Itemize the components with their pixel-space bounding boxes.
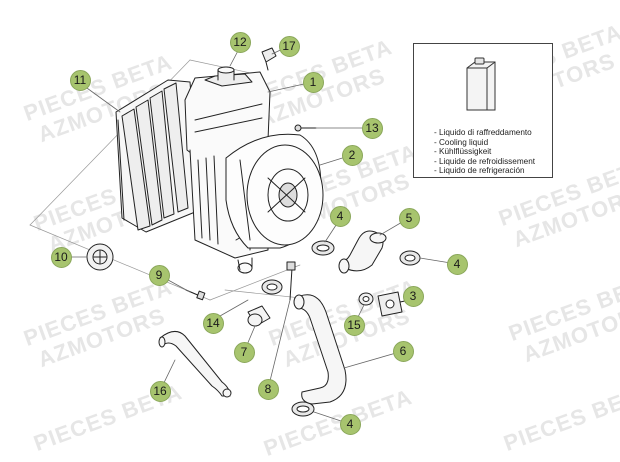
callout-4: 4	[446, 253, 468, 275]
washer-15	[358, 292, 374, 306]
callout-4: 4	[329, 205, 351, 227]
cooling-fan	[225, 133, 324, 249]
coolant-legend-box: - Liquido di raffreddamento - Cooling li…	[413, 43, 553, 178]
screw-8	[286, 261, 296, 301]
legend-line: - Liquido de refrigeración	[434, 166, 525, 176]
callout-13: 13	[361, 117, 383, 139]
temperature-sensor-3	[377, 291, 411, 317]
radiator-grille	[115, 79, 201, 233]
legend-line: - Liquide de refroidissement	[434, 156, 536, 166]
callout-15: 15	[343, 314, 365, 336]
callout-2: 2	[341, 144, 363, 166]
callout-17: 17	[278, 35, 300, 57]
bolt-13	[294, 124, 317, 132]
coolant-hose-6	[293, 294, 347, 405]
legend-text: - Liquido di raffreddamento - Cooling li…	[434, 128, 535, 176]
callout-16: 16	[149, 380, 171, 402]
callout-12: 12	[229, 31, 251, 53]
bracket-17	[261, 47, 277, 71]
legend-line: - Liquido di raffreddamento	[434, 128, 532, 137]
callout-4: 4	[339, 413, 361, 435]
coolant-bottle-icon	[466, 57, 496, 111]
callout-9: 9	[148, 264, 170, 286]
callout-3: 3	[402, 285, 424, 307]
bypass-hose-16	[158, 331, 232, 398]
callout-5: 5	[398, 207, 420, 229]
radiator-cap-10	[86, 243, 114, 271]
legend-line: - Cooling liquid	[434, 137, 489, 147]
callout-8: 8	[257, 378, 279, 400]
callout-10: 10	[50, 246, 72, 268]
callout-11: 11	[69, 69, 91, 91]
callout-7: 7	[233, 341, 255, 363]
elbow-hose-5	[338, 230, 387, 274]
legend-line: - Kühlflüssigkeit	[434, 147, 492, 157]
callout-1: 1	[302, 71, 324, 93]
sleeve-7	[247, 305, 271, 327]
hose-clamp	[261, 240, 421, 417]
callout-14: 14	[202, 312, 224, 334]
callout-6: 6	[392, 340, 414, 362]
